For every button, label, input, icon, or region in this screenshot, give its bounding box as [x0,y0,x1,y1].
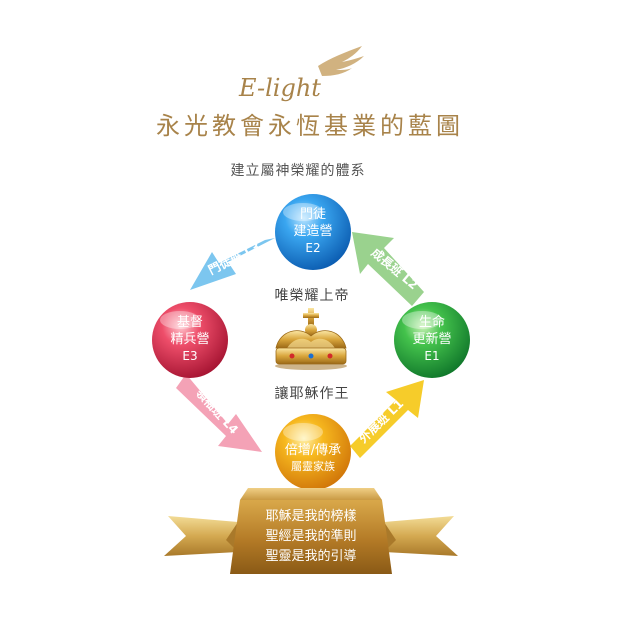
center-bottom-text: 讓耶穌作王 [275,385,350,402]
node-bottom-line1: 倍增/傳承 [285,443,341,458]
arrow-l1-label: 外展班 L1 [355,396,406,446]
node-e2-line1: 門徒 [300,207,326,222]
node-e3: 基督 精兵營 E3 [152,302,228,378]
arrow-l1: 外展班 L1 [350,380,424,458]
page-title: 永光教會永恆基業的藍圖 [156,112,464,140]
node-e1: 生命 更新營 E1 [394,302,470,378]
pedestal: 耶穌是我的榜樣 聖經是我的準則 聖靈是我的引導 [230,488,392,574]
arrow-l2: 成長班 L2 [352,232,424,306]
node-bottom-line2: 屬靈家族 [291,459,335,473]
arrow-l4: 領袖班 L4 [176,374,262,452]
pedestal-line3: 聖靈是我的引導 [265,548,356,564]
node-e3-line1: 基督 [177,315,203,330]
wing-icon [318,46,364,76]
center-top-text: 唯榮耀上帝 [275,288,350,304]
pedestal-line2: 聖經是我的準則 [265,528,356,544]
logo-text: E-light [238,74,321,102]
ribbon-right [384,516,458,556]
crown-icon [275,308,347,370]
node-bottom: 倍增/傳承 屬靈家族 [275,414,351,490]
node-e1-line2: 更新營 [412,331,451,347]
node-e2-line2: 建造營 [293,224,332,239]
logo: E-light [238,46,364,102]
node-e2: 門徒 建造營 E2 [275,194,351,270]
node-e3-line2: 精兵營 [170,332,209,347]
node-e1-line1: 生命 [419,314,445,330]
arrow-l3: 門徒班 L3 [190,238,275,290]
node-e3-code: E3 [182,349,197,363]
pedestal-line1: 耶穌是我的榜樣 [265,508,356,524]
ribbon-left [164,516,238,556]
node-e2-code: E2 [305,241,320,255]
subtitle: 建立屬神榮耀的體系 [231,163,366,179]
node-e1-code: E1 [424,349,439,363]
